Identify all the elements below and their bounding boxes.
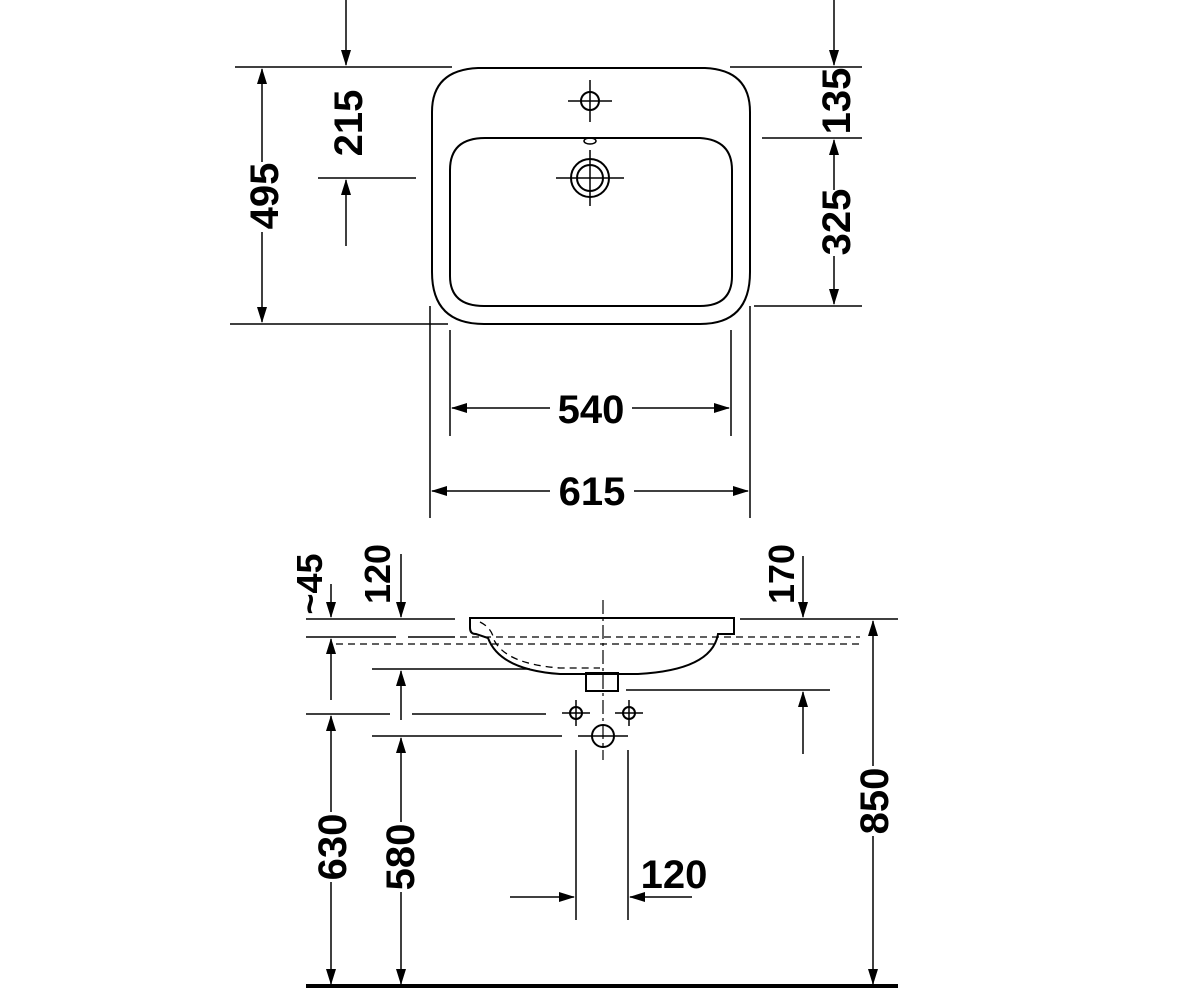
dim-total-width: 615 — [559, 470, 626, 514]
dim-bowl-depth: 325 — [815, 189, 859, 256]
basin-section — [469, 617, 735, 675]
dim-rear-rim: 135 — [815, 68, 859, 135]
overflow-slot — [583, 137, 597, 145]
basin-outer-outline — [431, 67, 751, 325]
dim-drain-depth: 170 — [761, 544, 802, 604]
basin-inner-bowl — [449, 137, 733, 307]
dim-tap-hole-offset: 215 — [327, 90, 371, 157]
dim-rim-thickness: ~45 — [289, 553, 330, 614]
supply-valve-right-icon — [615, 700, 643, 726]
dim-mounting-height: 850 — [853, 768, 897, 835]
side-view: ~45 120 170 630 580 850 120 — [289, 544, 898, 988]
dim-supply-height: 580 — [379, 824, 423, 891]
dim-total-depth: 495 — [243, 163, 287, 230]
top-view: 495 215 135 325 540 615 — [230, 0, 862, 518]
dim-supply-spacing: 120 — [641, 853, 708, 897]
tap-hole-icon — [568, 80, 612, 122]
waste-outlet-icon — [578, 724, 628, 748]
supply-valve-left-icon — [562, 700, 590, 726]
dim-overflow-height: 120 — [357, 544, 398, 604]
dim-bowl-width: 540 — [558, 388, 625, 432]
drain-spigot — [585, 672, 619, 692]
dim-outlet-height: 630 — [311, 814, 355, 881]
drain-icon — [556, 150, 624, 206]
